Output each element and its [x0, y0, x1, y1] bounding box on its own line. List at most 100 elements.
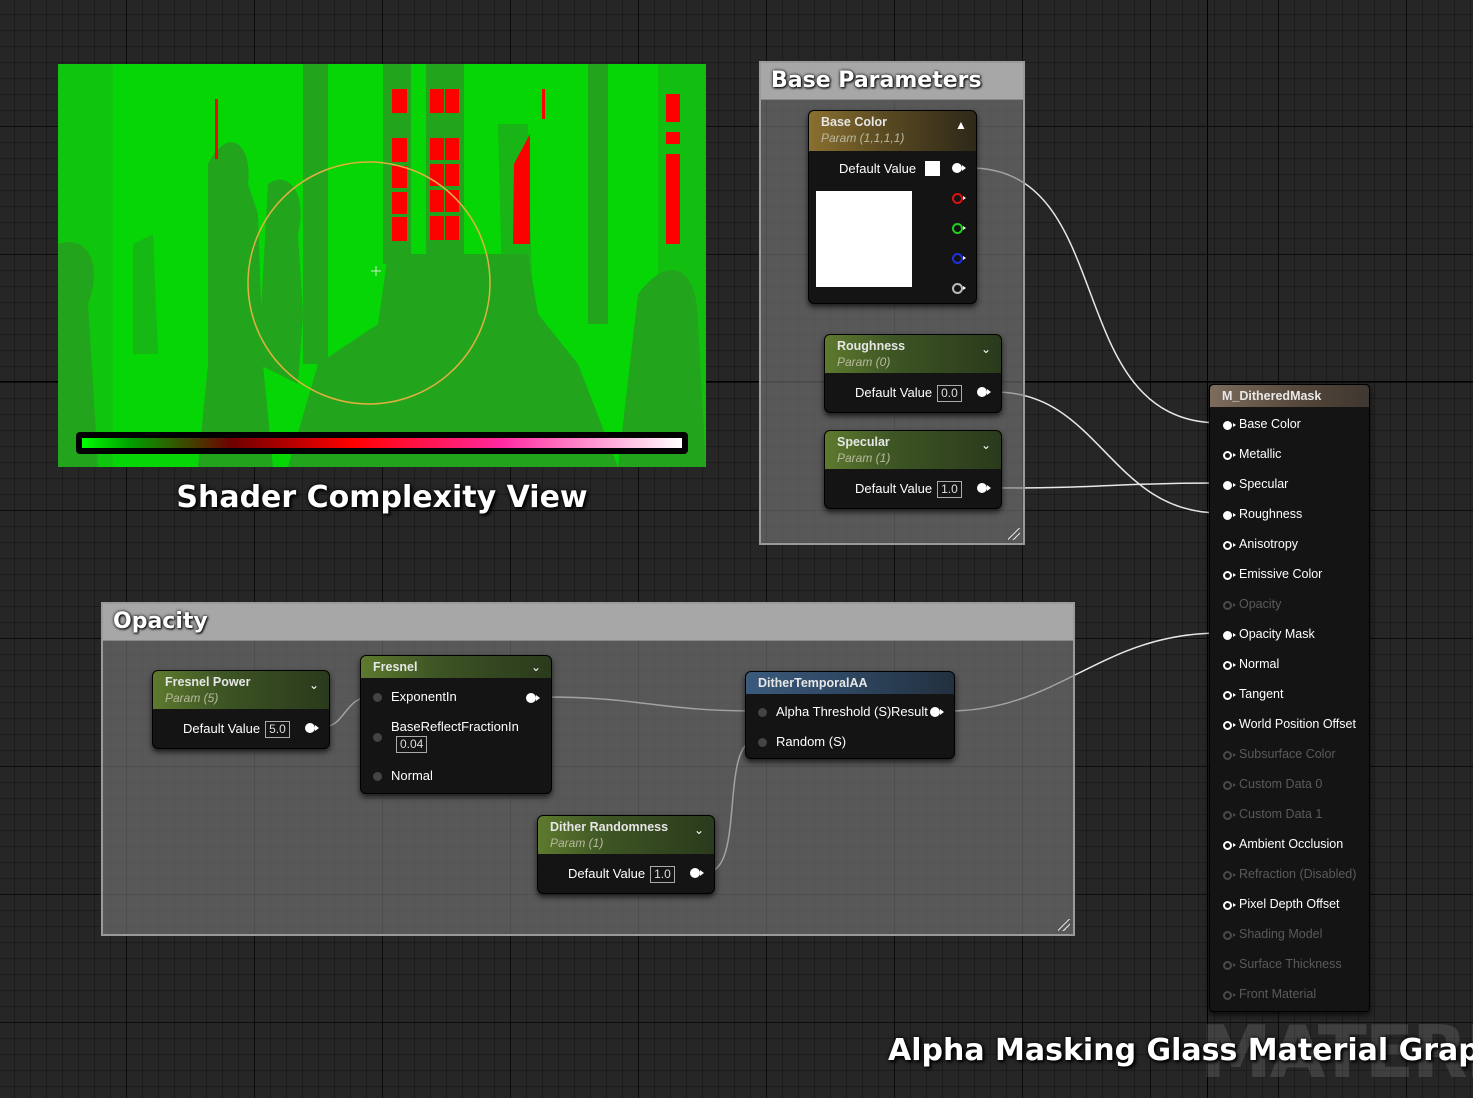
material-pin-row[interactable]: Base Color [1223, 416, 1301, 432]
input-pin-random[interactable] [758, 738, 767, 747]
output-pin-g[interactable] [952, 223, 966, 234]
node-fresnel[interactable]: Fresnel ⌄ ExponentIn BaseReflectFraction… [360, 655, 552, 794]
pin-label-exponent: ExponentIn [391, 689, 457, 704]
material-pin-label: Roughness [1239, 507, 1303, 521]
input-pin[interactable] [1223, 961, 1236, 970]
material-pin-row[interactable]: Specular [1223, 476, 1288, 492]
chevron-up-icon[interactable]: ▲ [955, 118, 967, 132]
input-pin[interactable] [1223, 421, 1236, 430]
input-pin[interactable] [1223, 661, 1236, 670]
output-pin-r[interactable] [952, 193, 966, 204]
shader-complexity-viewport[interactable] [58, 64, 706, 467]
output-pin[interactable] [690, 868, 704, 878]
pin-label-normal: Normal [391, 768, 433, 783]
input-pin-exponent[interactable] [373, 693, 382, 702]
input-pin[interactable] [1223, 481, 1236, 490]
material-pin-label: Custom Data 0 [1239, 777, 1323, 791]
material-pin-label: Opacity [1239, 597, 1282, 611]
input-pin[interactable] [1223, 541, 1236, 550]
material-pin-row[interactable]: Emissive Color [1223, 566, 1322, 582]
comment-title[interactable]: Base Parameters [761, 63, 1023, 100]
node-title: Fresnel Power [165, 675, 251, 689]
node-header[interactable]: Base Color Param (1,1,1,1) ▲ [809, 111, 976, 151]
output-pin[interactable] [305, 723, 319, 733]
material-pin-row[interactable]: Ambient Occlusion [1223, 836, 1343, 852]
chevron-down-icon[interactable]: ⌄ [980, 342, 992, 356]
output-pin[interactable] [526, 693, 540, 703]
material-pin-row[interactable]: Custom Data 1 [1223, 806, 1322, 822]
input-pin-normal[interactable] [373, 772, 382, 781]
default-value-field[interactable]: 1.0 [937, 481, 962, 498]
output-pin-rgb[interactable] [952, 163, 966, 173]
resize-handle-icon[interactable] [1058, 919, 1070, 931]
input-pin[interactable] [1223, 631, 1236, 640]
input-pin[interactable] [1223, 841, 1236, 850]
input-pin[interactable] [1223, 931, 1236, 940]
output-pin[interactable] [977, 483, 991, 493]
material-pin-row[interactable]: Opacity Mask [1223, 626, 1315, 642]
material-pin-row[interactable]: Custom Data 0 [1223, 776, 1322, 792]
input-pin[interactable] [1223, 871, 1236, 880]
node-header[interactable]: DitherTemporalAA [746, 672, 954, 694]
input-pin[interactable] [1223, 571, 1236, 580]
input-pin-alpha-threshold[interactable] [758, 708, 767, 717]
material-pin-row[interactable]: Tangent [1223, 686, 1283, 702]
color-swatch-small[interactable] [924, 161, 940, 176]
output-pin-result[interactable] [930, 707, 944, 717]
material-pin-row[interactable]: Normal [1223, 656, 1279, 672]
default-value-field[interactable]: 0.0 [937, 385, 962, 402]
input-pin[interactable] [1223, 811, 1236, 820]
output-pin-a[interactable] [952, 283, 966, 294]
default-value-field[interactable]: 5.0 [265, 721, 290, 738]
material-pin-row[interactable]: Anisotropy [1223, 536, 1298, 552]
comment-title[interactable]: Opacity [103, 604, 1073, 641]
input-pin[interactable] [1223, 691, 1236, 700]
material-result-title[interactable]: M_DitheredMask [1210, 385, 1369, 407]
node-base-color[interactable]: Base Color Param (1,1,1,1) ▲ Default Val… [808, 110, 977, 304]
input-pin[interactable] [1223, 721, 1236, 730]
default-value-label: Default Value [839, 161, 917, 176]
input-pin[interactable] [1223, 901, 1236, 910]
material-pin-row[interactable]: Surface Thickness [1223, 956, 1342, 972]
chevron-down-icon[interactable]: ⌄ [980, 438, 992, 452]
node-header[interactable]: Roughness Param (0) ⌄ [825, 335, 1001, 373]
default-value-field[interactable]: 1.0 [650, 866, 675, 883]
chevron-down-icon[interactable]: ⌄ [530, 660, 542, 674]
input-pin[interactable] [1223, 751, 1236, 760]
material-pin-row[interactable]: Shading Model [1223, 926, 1322, 942]
material-pin-row[interactable]: Front Material [1223, 986, 1316, 1002]
node-dither-randomness[interactable]: Dither Randomness Param (1) ⌄ Default Va… [537, 815, 715, 894]
input-pin[interactable] [1223, 511, 1236, 520]
base-reflect-value-field[interactable]: 0.04 [396, 736, 428, 753]
input-pin-base-reflect[interactable] [373, 733, 382, 742]
node-header[interactable]: Specular Param (1) ⌄ [825, 431, 1001, 469]
chevron-down-icon[interactable]: ⌄ [308, 678, 320, 692]
chevron-down-icon[interactable]: ⌄ [693, 823, 705, 837]
output-pin[interactable] [977, 387, 991, 397]
input-pin[interactable] [1223, 781, 1236, 790]
material-pin-label: Ambient Occlusion [1239, 837, 1344, 851]
output-pin-b[interactable] [952, 253, 966, 264]
material-pin-row[interactable]: Pixel Depth Offset [1223, 896, 1340, 912]
material-pin-row[interactable]: Subsurface Color [1223, 746, 1336, 762]
input-pin[interactable] [1223, 601, 1236, 610]
node-header[interactable]: Dither Randomness Param (1) ⌄ [538, 816, 714, 854]
node-subtitle: Param (1,1,1,1) [821, 131, 905, 145]
material-pin-row[interactable]: Roughness [1223, 506, 1302, 522]
graph-caption: Alpha Masking Glass Material Graph [888, 1033, 1473, 1068]
node-header[interactable]: Fresnel ⌄ [361, 656, 551, 678]
material-pin-row[interactable]: Refraction (Disabled) [1223, 866, 1356, 882]
input-pin[interactable] [1223, 991, 1236, 1000]
node-header[interactable]: Fresnel Power Param (5) ⌄ [153, 671, 329, 709]
material-pin-row[interactable]: World Position Offset [1223, 716, 1356, 732]
pin-label-alpha-threshold: Alpha Threshold (S) [776, 704, 892, 719]
material-pin-row[interactable]: Metallic [1223, 446, 1281, 462]
node-dither-temporal-aa[interactable]: DitherTemporalAA Alpha Threshold (S) Res… [745, 671, 955, 759]
resize-handle-icon[interactable] [1008, 528, 1020, 540]
material-pin-row[interactable]: Opacity [1223, 596, 1281, 612]
input-pin[interactable] [1223, 451, 1236, 460]
